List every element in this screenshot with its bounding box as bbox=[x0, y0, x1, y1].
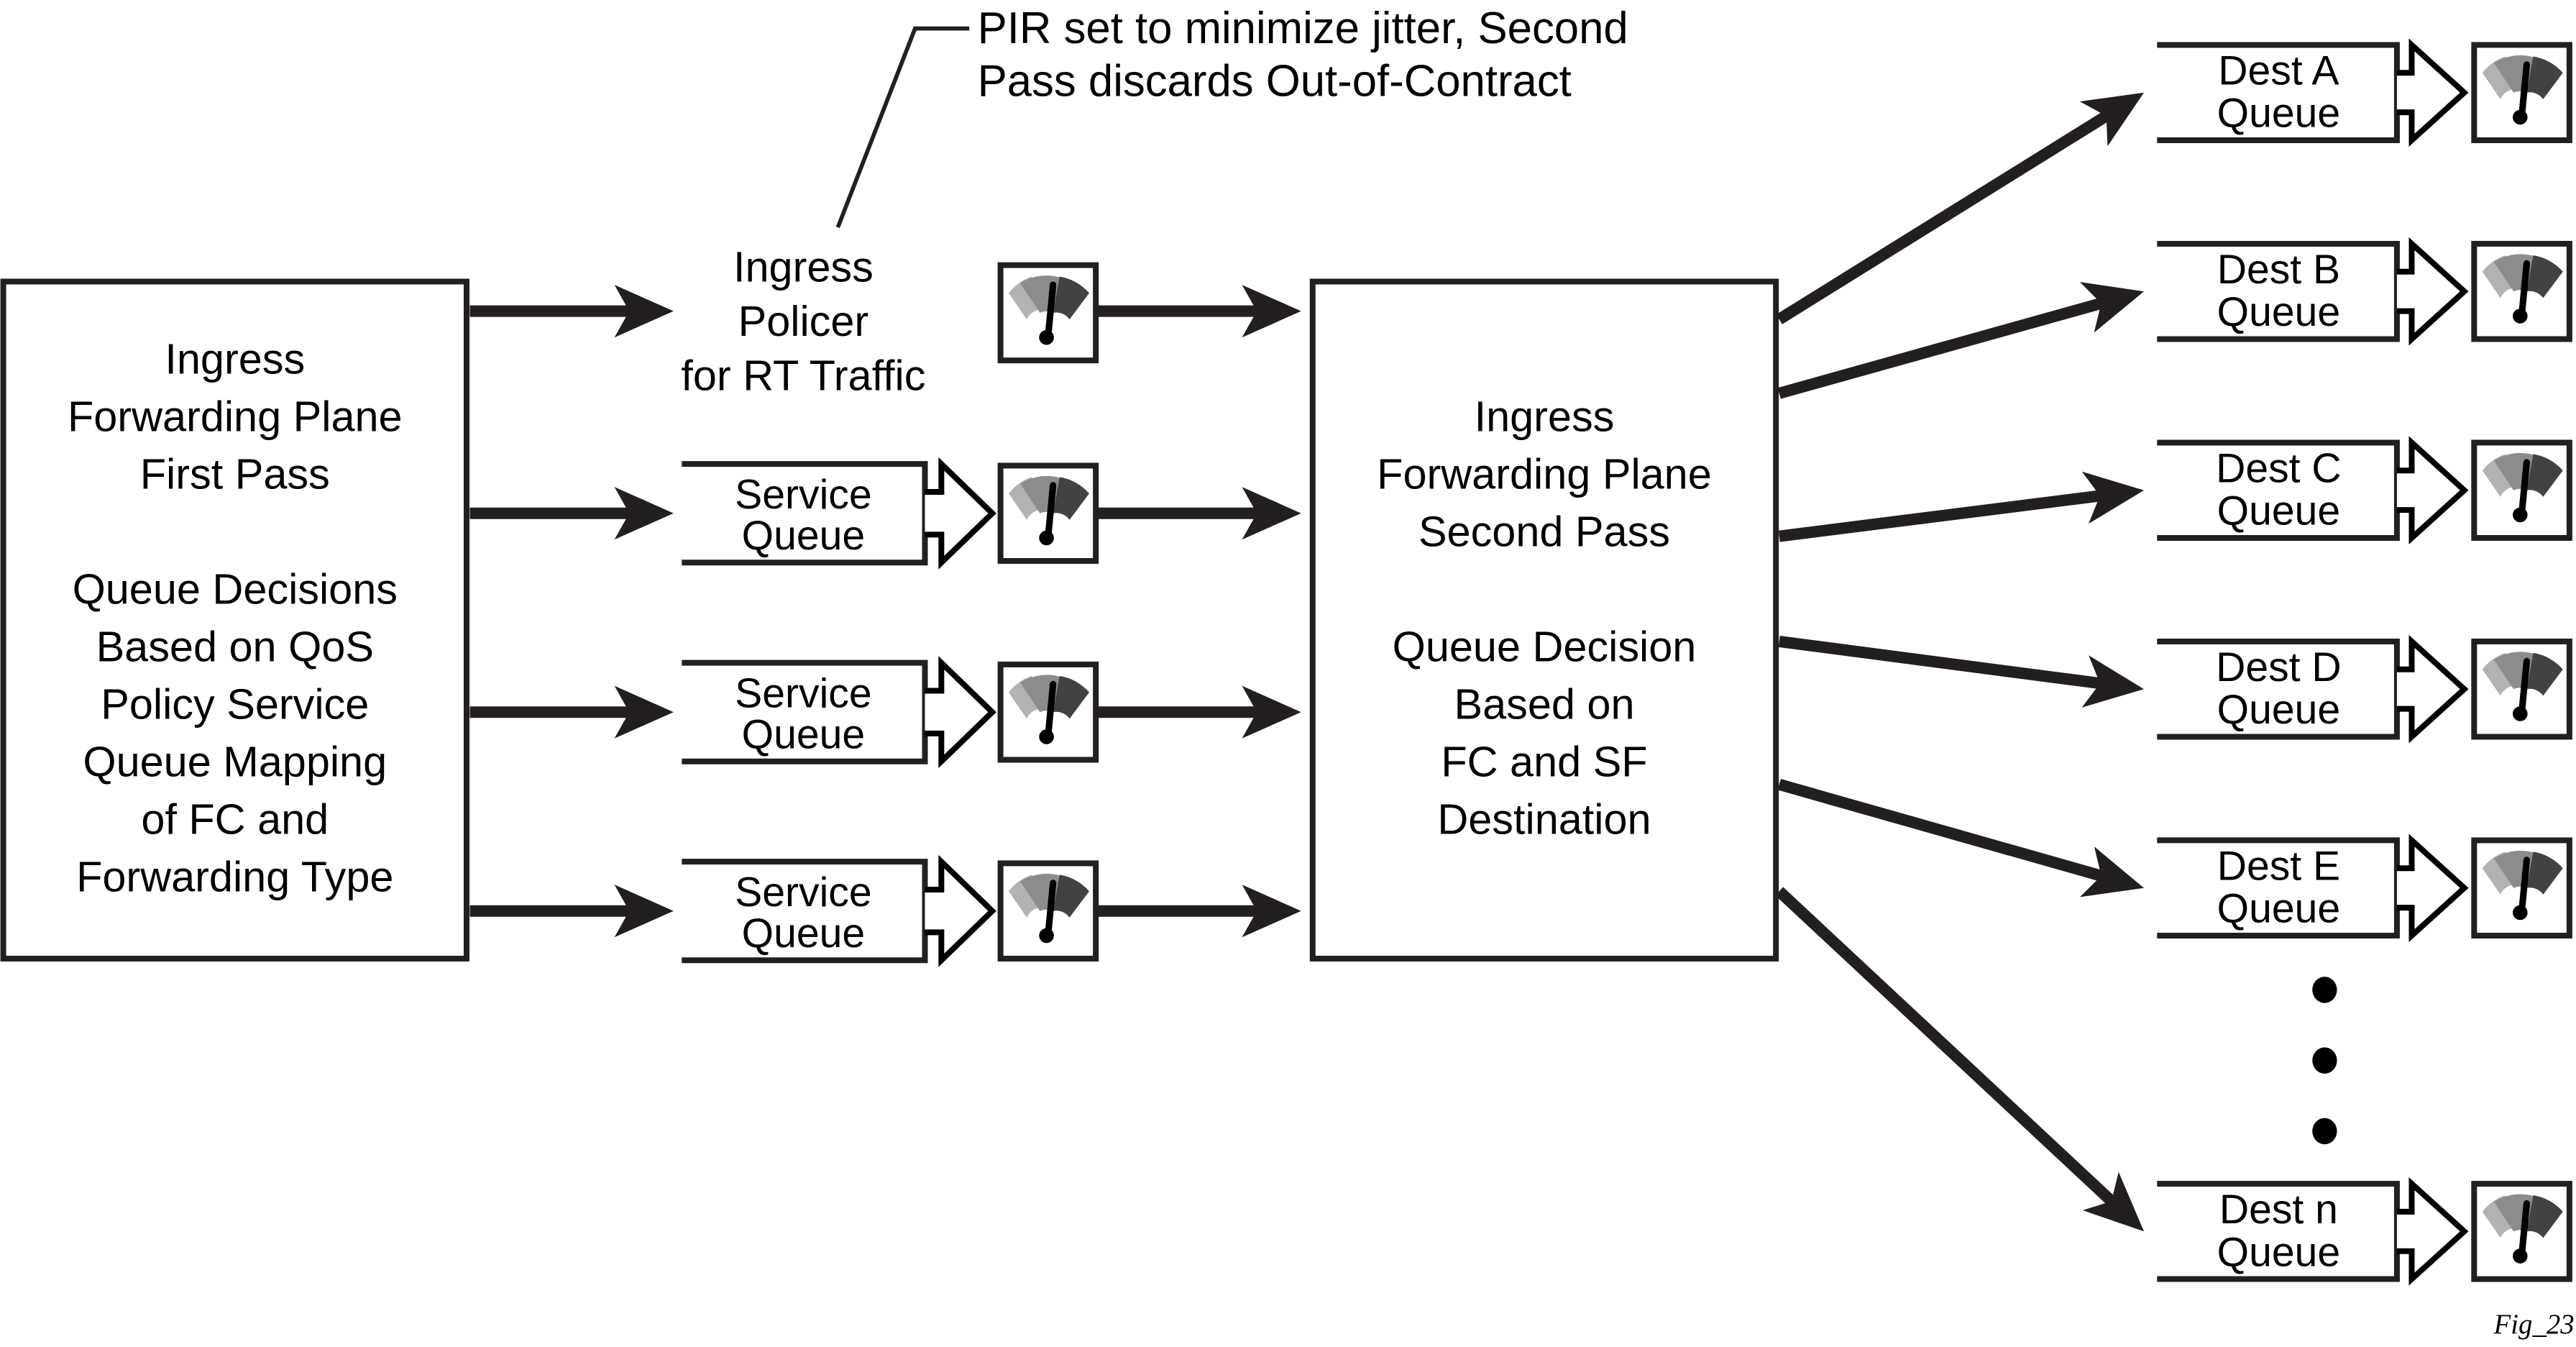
service-queue-2-line-1: Service bbox=[735, 670, 871, 716]
meter-gauge-icon bbox=[2474, 442, 2570, 538]
dest-queue-2-line-1: Dest B bbox=[2217, 247, 2340, 293]
first-pass-line-8: Queue Mapping bbox=[83, 737, 387, 785]
dest-queue-1-line-1: Dest A bbox=[2218, 47, 2339, 93]
dest-queue-1-line-2: Queue bbox=[2217, 91, 2340, 137]
second-pass-line-3: Second Pass bbox=[1418, 507, 1670, 555]
policer-line-3: for RT Traffic bbox=[681, 351, 925, 399]
first-pass-line-7: Policy Service bbox=[101, 680, 369, 728]
dest-queue-2-line-2: Queue bbox=[2217, 289, 2340, 335]
figure-label: Fig_23 bbox=[2493, 1309, 2575, 1340]
first-pass-line-6: Based on QoS bbox=[96, 622, 374, 670]
arrow-to-dest-queue-2 bbox=[1777, 266, 2151, 399]
arrow-to-service-queue-1 bbox=[469, 487, 674, 540]
second-pass-line-7: FC and SF bbox=[1441, 737, 1647, 785]
second-pass-line-2: Forwarding Plane bbox=[1377, 449, 1712, 498]
policer-line-2: Policer bbox=[738, 297, 869, 345]
callout-line-2: Pass discards Out-of-Contract bbox=[978, 56, 1572, 106]
fanout-arrows bbox=[1775, 70, 2162, 1251]
service-queue-3: Service Queue bbox=[682, 854, 1301, 967]
meter-gauge-icon bbox=[1001, 465, 1096, 561]
dest-queue-4-line-2: Queue bbox=[2217, 687, 2340, 733]
arrow-to-dest-queue-6 bbox=[1775, 887, 2162, 1251]
ellipsis-dot bbox=[2312, 1047, 2337, 1074]
ellipsis-dot bbox=[2312, 1118, 2337, 1145]
callout: PIR set to minimize jitter, Second Pass … bbox=[835, 4, 1628, 229]
first-pass-box: Ingress Forwarding Plane First Pass Queu… bbox=[0, 278, 469, 962]
first-pass-line-2: Forwarding Plane bbox=[68, 392, 403, 440]
meter-gauge-icon bbox=[2474, 244, 2570, 339]
dest-queue-6-line-1: Dest n bbox=[2219, 1187, 2338, 1233]
dest-queue-6-line-2: Queue bbox=[2217, 1229, 2340, 1275]
meter-gauge-icon bbox=[2474, 641, 2570, 737]
meter-gauge-icon bbox=[2474, 45, 2570, 140]
first-pass-arrows bbox=[469, 285, 674, 938]
first-pass-line-1: Ingress bbox=[165, 334, 305, 383]
policer-line-1: Ingress bbox=[733, 243, 874, 291]
first-pass-line-10: Forwarding Type bbox=[76, 852, 393, 900]
second-pass-line-5: Queue Decision bbox=[1393, 622, 1697, 670]
service-queue-1: Service Queue bbox=[682, 457, 1301, 570]
dest-queue-3-line-2: Queue bbox=[2217, 488, 2340, 534]
callout-line-1: PIR set to minimize jitter, Second bbox=[978, 4, 1628, 53]
arrow-policer-to-second-pass bbox=[1097, 285, 1301, 338]
second-pass-line-8: Destination bbox=[1437, 795, 1651, 843]
second-pass-line-1: Ingress bbox=[1475, 392, 1615, 440]
arrow-to-dest-queue-5 bbox=[1777, 779, 2152, 913]
callout-leader-line bbox=[835, 26, 970, 229]
meter-gauge-icon bbox=[1001, 863, 1096, 959]
dest-queue-5-line-2: Queue bbox=[2217, 886, 2340, 932]
dest-queue-4-line-1: Dest D bbox=[2216, 644, 2342, 690]
service-queue-3-line-2: Queue bbox=[742, 910, 865, 956]
arrow-to-policer bbox=[469, 285, 674, 338]
meter-gauge-icon bbox=[2474, 1184, 2570, 1279]
first-pass-line-3: First Pass bbox=[140, 449, 330, 498]
service-queue-2-line-2: Queue bbox=[742, 711, 865, 757]
meter-gauge-icon bbox=[1001, 665, 1096, 760]
service-queue-3-line-1: Service bbox=[735, 869, 871, 915]
arrow-to-dest-queue-1 bbox=[1776, 70, 2158, 324]
vertical-ellipsis bbox=[2312, 977, 2337, 1145]
arrow-to-dest-queue-3 bbox=[1778, 464, 2148, 542]
arrow-to-dest-queue-4 bbox=[1778, 636, 2148, 716]
arrow-to-service-queue-3 bbox=[469, 885, 674, 938]
dest-queue-5-line-1: Dest E bbox=[2217, 843, 2340, 889]
service-queue-1-line-2: Queue bbox=[742, 513, 865, 559]
dest-queue-3-line-1: Dest C bbox=[2216, 445, 2342, 491]
meter-gauge-icon bbox=[1001, 265, 1096, 361]
first-pass-line-5: Queue Decisions bbox=[73, 565, 398, 613]
meter-gauge-icon bbox=[2474, 840, 2570, 936]
service-queue-2: Service Queue bbox=[682, 656, 1301, 769]
second-pass-box: Ingress Forwarding Plane Second Pass Que… bbox=[1309, 278, 1779, 962]
arrow-to-service-queue-2 bbox=[469, 685, 674, 739]
first-pass-line-9: of FC and bbox=[141, 795, 329, 843]
second-pass-line-6: Based on bbox=[1454, 680, 1634, 728]
ellipsis-dot bbox=[2312, 977, 2337, 1003]
ingress-policer: Ingress Policer for RT Traffic bbox=[681, 243, 1301, 399]
service-queue-1-line-1: Service bbox=[735, 472, 871, 518]
